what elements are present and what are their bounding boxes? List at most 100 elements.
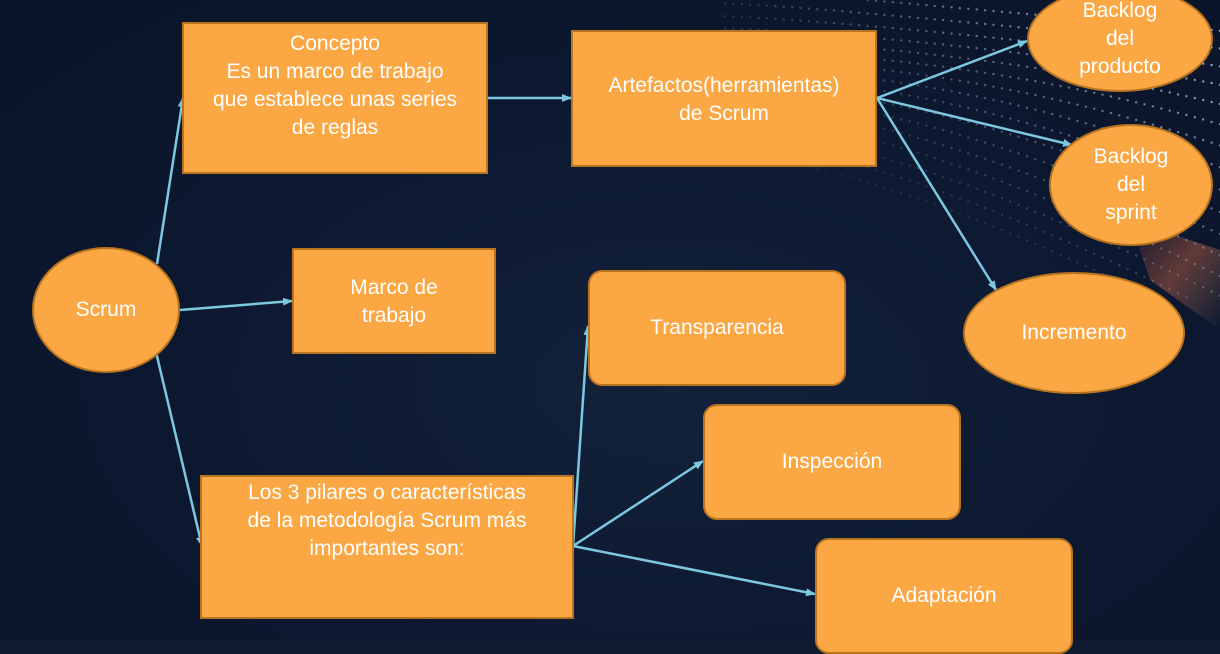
decor-dot <box>1185 113 1188 117</box>
decor-dot <box>732 27 735 30</box>
decor-dot <box>916 29 920 32</box>
decor-dot <box>1210 163 1213 166</box>
decor-dot <box>1143 275 1146 279</box>
decor-dot <box>1042 161 1046 164</box>
decor-dot <box>933 141 936 144</box>
decor-dot <box>992 48 995 52</box>
decor-dot <box>992 177 995 180</box>
connector-scrum-to-marco <box>179 297 293 312</box>
artefactos-label-line: de Scrum <box>679 102 769 125</box>
node-incremento[interactable]: Incremento <box>963 272 1185 394</box>
decor-dot <box>950 162 953 165</box>
decor-dot <box>1009 75 1012 79</box>
decor-dot <box>1009 88 1012 92</box>
decor-dot <box>992 72 995 76</box>
decor-dot <box>1042 126 1046 130</box>
node-artefactos[interactable]: Artefactos(herramientas) de Scrum <box>571 30 877 167</box>
decor-dot <box>941 5 945 8</box>
decor-dot <box>874 169 878 172</box>
decor-dot <box>1051 83 1054 86</box>
decor-dot <box>1067 241 1071 244</box>
decor-dot <box>765 4 769 7</box>
decor-dot <box>958 45 962 48</box>
decor-dot <box>933 87 936 90</box>
adaptacion-label: Adaptación <box>891 582 996 610</box>
decor-dot <box>1118 114 1121 117</box>
decor-dot <box>1051 112 1054 116</box>
decor-dot <box>941 101 945 104</box>
decor-dot <box>799 19 802 22</box>
decor-dot <box>975 8 978 11</box>
decor-dot <box>916 96 920 99</box>
node-scrum[interactable]: Scrum <box>32 247 180 373</box>
decor-dot <box>1084 105 1088 108</box>
decor-dot <box>958 56 962 59</box>
decor-dot <box>983 125 987 128</box>
decor-dot <box>891 26 894 30</box>
decor-dot <box>975 34 978 38</box>
decor-dot <box>992 85 995 88</box>
marco-label-line: Marco de <box>350 276 438 299</box>
decor-dot <box>900 27 903 30</box>
decor-dot <box>900 105 903 108</box>
decor-dot <box>1009 149 1012 152</box>
decor-dot <box>749 16 752 19</box>
decor-dot <box>992 23 995 26</box>
decor-dot <box>967 69 970 72</box>
decor-dot <box>941 175 945 178</box>
decor-dot <box>967 7 970 10</box>
decor-dot <box>883 171 886 174</box>
decor-dot <box>858 11 861 14</box>
decor-dot <box>1025 78 1029 81</box>
decor-dot <box>1000 87 1004 90</box>
decor-dot <box>983 22 987 26</box>
backlog-sprint-label-line: sprint <box>1105 201 1157 224</box>
decor-dot <box>900 15 903 18</box>
decor-dot <box>1076 103 1079 106</box>
transparencia-label-line: Transparencia <box>650 316 784 339</box>
decor-dot <box>1193 242 1197 245</box>
decor-dot <box>933 53 936 56</box>
decor-dot <box>1000 10 1004 13</box>
decor-dot <box>950 178 953 181</box>
node-transparencia[interactable]: Transparencia <box>588 270 846 386</box>
decor-dot <box>1034 140 1037 144</box>
decor-dot <box>967 81 970 84</box>
decor-dot <box>1000 62 1004 65</box>
node-inspeccion[interactable]: Inspección <box>703 404 961 520</box>
decor-dot <box>740 15 743 19</box>
node-adaptacion[interactable]: Adaptación <box>815 538 1073 654</box>
decor-dot <box>958 79 962 82</box>
decor-dot <box>992 128 995 131</box>
decor-dot <box>849 23 852 26</box>
decor-dot <box>1143 258 1146 261</box>
decor-dot <box>1185 77 1188 80</box>
scrum-label: Scrum <box>76 296 137 324</box>
decor-dot <box>832 171 836 174</box>
decor-dot <box>1017 64 1020 67</box>
connector-scrum-to-concepto <box>155 97 186 265</box>
decor-dot <box>723 2 727 5</box>
backlog-producto-label-line: Backlog <box>1082 0 1158 22</box>
decor-dot <box>1185 258 1188 262</box>
decor-dot <box>1034 193 1037 196</box>
decor-dot <box>1009 166 1012 169</box>
concepto-label-line: Concepto <box>290 32 380 55</box>
decor-dot <box>1109 260 1113 263</box>
artefactos-label-line: Artefactos(herramientas) <box>608 74 840 97</box>
decor-dot <box>975 22 978 25</box>
decor-dot <box>933 203 936 206</box>
decor-dot <box>1017 77 1020 80</box>
decor-dot <box>967 136 970 139</box>
decor-dot <box>732 2 735 5</box>
decor-dot <box>866 12 869 15</box>
decor-dot <box>841 10 844 13</box>
decor-dot <box>1059 84 1062 88</box>
decor-dot <box>832 21 836 25</box>
